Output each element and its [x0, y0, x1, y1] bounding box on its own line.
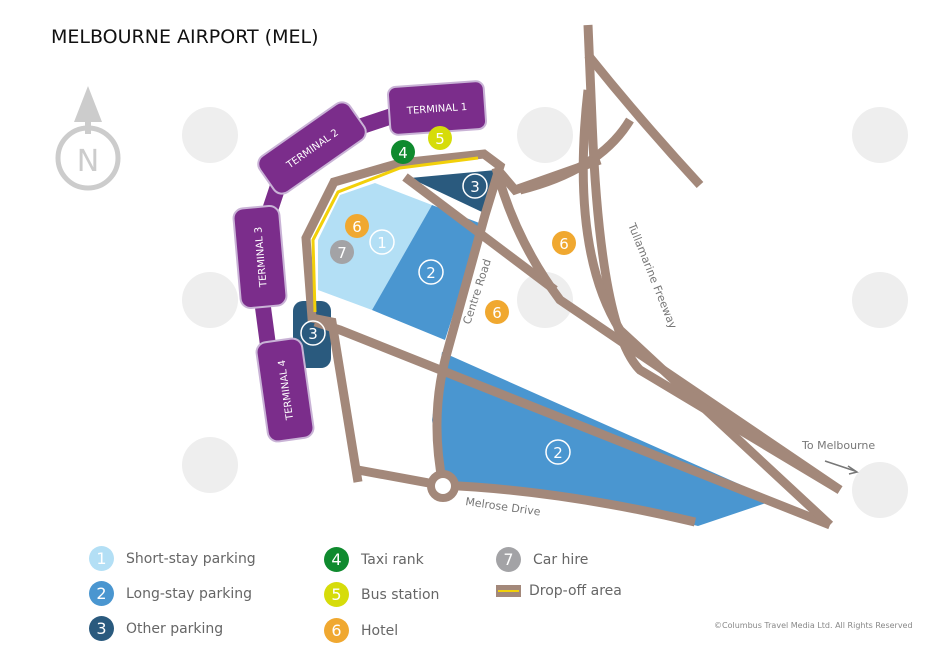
svg-text:TERMINAL 3: TERMINAL 3	[253, 226, 269, 288]
melrose-drive-label: Melrose Drive	[465, 495, 542, 518]
marker-taxi-rank: 4	[391, 140, 415, 164]
to-melbourne-label: To Melbourne	[801, 439, 875, 452]
terminal-1: TERMINAL 1	[386, 80, 488, 136]
marker-long-stay: 2	[418, 259, 444, 285]
marker-hotel-2: 6	[552, 231, 576, 255]
svg-text:2: 2	[553, 444, 563, 462]
svg-text:6: 6	[559, 235, 569, 253]
terminals: TERMINAL 1 TERMINAL 2 TERMINAL 3 TERMINA…	[232, 80, 488, 443]
marker-hotel-3: 6	[485, 300, 509, 324]
marker-short-stay: 1	[369, 229, 395, 255]
short-stay-parking-area	[318, 183, 432, 310]
marker-hotel-1: 6	[345, 214, 369, 238]
terminal-4: TERMINAL 4	[255, 337, 315, 443]
freeway-label: Tullamarine Freeway	[625, 220, 680, 331]
marker-long-stay-south: 2	[545, 439, 571, 465]
long-stay-parking-area-north	[372, 205, 482, 340]
marker-bus-station: 5	[428, 126, 452, 150]
svg-text:6: 6	[352, 218, 362, 236]
svg-text:N: N	[77, 144, 99, 179]
roundabout	[427, 470, 459, 502]
svg-text:TERMINAL 1: TERMINAL 1	[406, 102, 468, 117]
marker-other-parking-t3: 3	[300, 320, 326, 346]
marker-car-hire: 7	[330, 240, 354, 264]
terminal-3: TERMINAL 3	[232, 205, 288, 309]
svg-text:6: 6	[492, 304, 502, 322]
watermark-circles	[182, 107, 908, 518]
drop-off-line	[311, 156, 479, 313]
svg-text:3: 3	[308, 325, 318, 343]
legend-drop-off: Drop-off area	[496, 583, 622, 599]
map-title: MELBOURNE AIRPORT (MEL)	[51, 26, 319, 48]
svg-text:3: 3	[470, 178, 480, 196]
marker-other-parking-north: 3	[462, 173, 488, 199]
drop-off-swatch-icon	[496, 585, 521, 597]
svg-text:5: 5	[435, 130, 445, 148]
svg-text:1: 1	[377, 234, 387, 252]
north-compass-icon: N	[55, 86, 121, 191]
other-parking-area-north	[410, 170, 496, 212]
svg-text:7: 7	[337, 244, 347, 262]
arrow-icon	[824, 460, 859, 475]
copyright-credit: ©Columbus Travel Media Ltd. All Rights R…	[714, 621, 913, 630]
terminal-2: TERMINAL 2	[257, 101, 367, 195]
svg-text:2: 2	[426, 264, 436, 282]
svg-text:4: 4	[398, 144, 408, 162]
